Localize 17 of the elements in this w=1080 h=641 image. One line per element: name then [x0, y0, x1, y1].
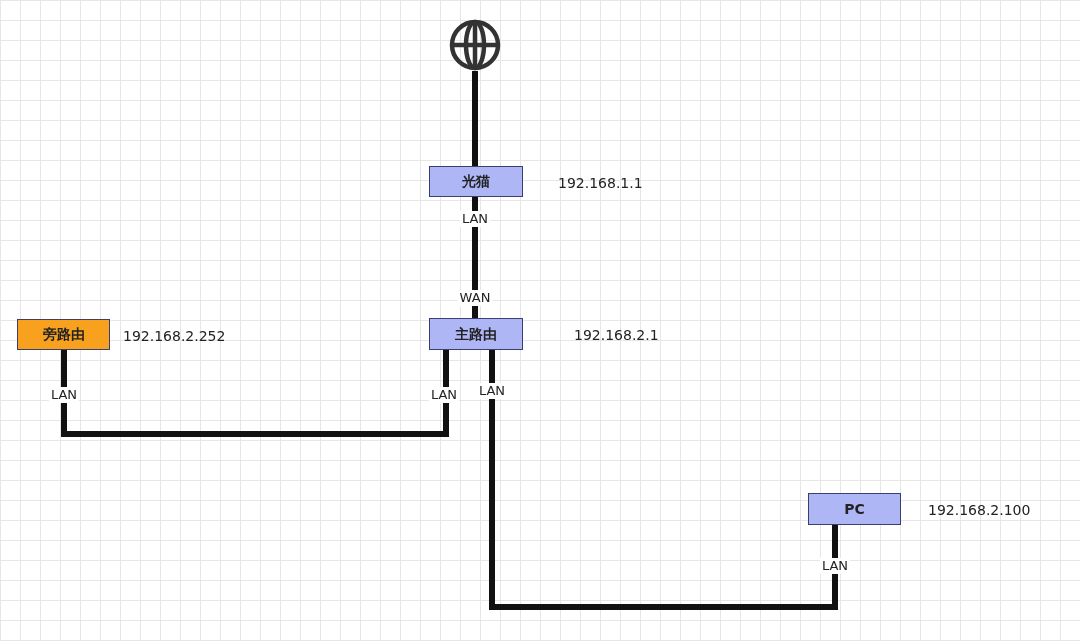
network-cable [489, 350, 838, 610]
port-label: LAN [819, 558, 851, 574]
ip-address-label: 192.168.2.100 [928, 501, 1031, 520]
ip-address-label: 192.168.2.1 [574, 326, 659, 345]
ip-address-label: 192.168.1.1 [558, 174, 643, 193]
port-label: LAN [48, 387, 80, 403]
ip-address-label: 192.168.2.252 [123, 327, 226, 346]
device-box: 主路由 [429, 318, 523, 350]
port-label: LAN [459, 211, 491, 227]
port-label: LAN [428, 387, 460, 403]
device-box: 旁路由 [17, 319, 110, 350]
network-cable [472, 197, 478, 318]
network-cable [61, 350, 449, 437]
network-cable [472, 71, 478, 166]
device-box: PC [808, 493, 901, 525]
device-box: 光猫 [429, 166, 523, 197]
port-label: WAN [457, 290, 493, 306]
